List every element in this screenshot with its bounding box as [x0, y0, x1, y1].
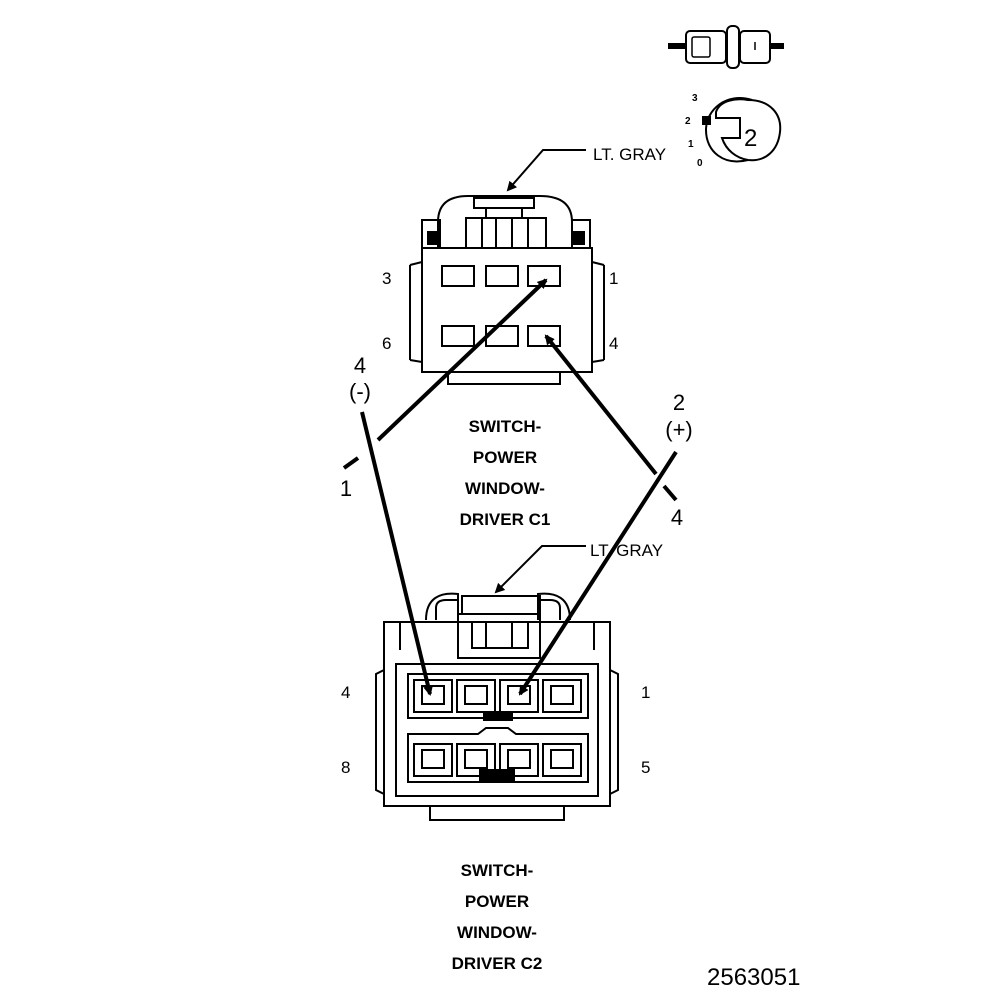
- c1-pin-3-label: 3: [382, 269, 391, 288]
- negative-probe-leads: [342, 278, 548, 696]
- connector-c1-body: [409, 195, 605, 385]
- key-position-2: 2: [685, 116, 691, 127]
- negative-lead-polarity: (-): [349, 379, 371, 404]
- c1-color-label: LT. GRAY: [593, 145, 666, 164]
- c2-pin-5-label: 5: [641, 758, 650, 777]
- c2-title-line-3: WINDOW-: [457, 923, 537, 942]
- c2-title-line-1: SWITCH-: [461, 861, 534, 880]
- c2-pin-1-label: 1: [641, 683, 650, 702]
- c1-title: SWITCH- POWER WINDOW- DRIVER C1: [460, 417, 551, 529]
- key-position-3: 3: [692, 93, 698, 104]
- key-selected-position: 2: [744, 125, 757, 152]
- c2-pin-8-label: 8: [341, 758, 350, 777]
- c1-title-line-2: POWER: [473, 448, 537, 467]
- c2-title-line-2: POWER: [465, 892, 529, 911]
- positive-lead-number: 2: [673, 390, 685, 415]
- key-switch-icon: 3 2 1 0 2: [685, 93, 782, 169]
- c2-color-callout: LT. GRAY: [494, 538, 676, 594]
- c1-title-line-3: WINDOW-: [465, 479, 545, 498]
- c1-title-line-4: DRIVER C1: [460, 510, 551, 529]
- c2-color-label: LT. GRAY: [590, 541, 663, 560]
- c1-pin-6-label: 6: [382, 334, 391, 353]
- negative-lead-cut-label: 1: [340, 476, 352, 501]
- positive-probe-leads: [518, 334, 678, 696]
- c2-pin-4-label: 4: [341, 683, 350, 702]
- c1-title-line-1: SWITCH-: [469, 417, 542, 436]
- positive-lead-cut-label: 4: [671, 505, 683, 530]
- c2-title-line-4: DRIVER C2: [452, 954, 543, 973]
- c1-pin-4-label: 4: [609, 334, 618, 353]
- c1-color-callout: LT. GRAY: [506, 145, 666, 192]
- negative-lead-number: 4: [354, 353, 366, 378]
- positive-lead-polarity: (+): [665, 417, 693, 442]
- figure-number: 2563051: [707, 964, 800, 991]
- key-position-1: 1: [688, 139, 694, 150]
- connector-c2-body: [375, 592, 619, 821]
- key-position-0: 0: [697, 158, 703, 169]
- connector-icon: [668, 25, 784, 69]
- c1-pin-1-label: 1: [609, 269, 618, 288]
- c2-title: SWITCH- POWER WINDOW- DRIVER C2: [452, 861, 543, 973]
